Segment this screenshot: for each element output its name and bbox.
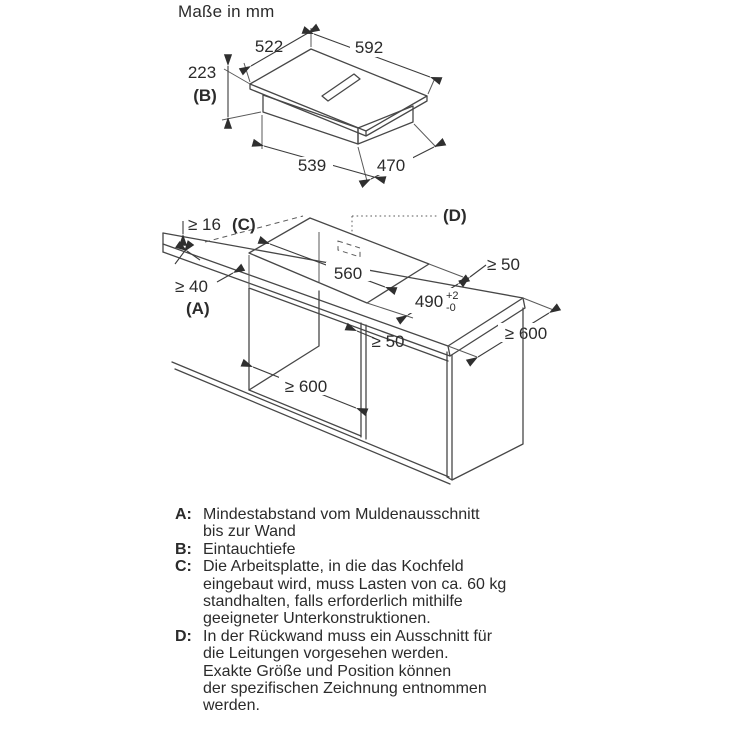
legend-key: D: [175, 627, 192, 645]
wall-gap-label: ≥ 40 [175, 277, 208, 296]
legend-entry-B: B: Eintauchtiefe [175, 541, 575, 558]
inner-width-label: ≥ 600 [285, 377, 327, 396]
leader-side-gap [458, 264, 487, 288]
legend-entry-D: D: In der Rückwand muss ein Ausschnitt f… [175, 628, 575, 715]
cabinet-partition [360, 322, 367, 440]
wall-hidden-line [204, 215, 304, 243]
ref-D-label: (D) [443, 206, 467, 225]
dim-470-label: 470 [377, 156, 405, 175]
legend-text: In der Rückwand muss ein Ausschnitt für … [203, 627, 493, 715]
legend-key: A: [175, 506, 192, 523]
hob-body-front-face [262, 94, 359, 145]
worktop-bottom-edge [162, 251, 451, 357]
page-title: Maße in mm [178, 2, 275, 21]
hob-vent-slot [321, 73, 361, 102]
rear-cable-cutout [337, 240, 361, 258]
label-bg [291, 157, 333, 175]
dim-line-522 [238, 23, 321, 76]
arrow-wall-gap-left [175, 240, 201, 261]
dim-522-label: 522 [255, 37, 283, 56]
dim-539-label: 539 [298, 156, 326, 175]
hob-glass-top [249, 48, 428, 132]
dim-490-label: 490 [415, 292, 443, 311]
label-bg [350, 39, 390, 57]
label-bg [279, 376, 333, 395]
cabinet-plinth-lines [171, 361, 451, 485]
ref-A-label: (A) [186, 299, 210, 318]
label-bg [406, 288, 464, 313]
dim-223-label: 223 [188, 63, 216, 82]
ref-C-label: (C) [232, 215, 256, 234]
legend-entry-A: A: Mindestabstand vom Muldenausschnitt b… [175, 506, 575, 541]
legend-text: Mindestabstand vom Muldenausschnitt bis … [203, 506, 480, 541]
ext-line-592 [427, 77, 436, 95]
rear-cutout-leader [351, 215, 438, 232]
label-bg [369, 157, 413, 175]
worktop-front-edge [162, 243, 449, 347]
legend-key: C: [175, 558, 192, 576]
legend-text: Eintauchtiefe [203, 540, 296, 558]
side-gap-label: ≥ 50 [487, 255, 520, 274]
cutout-outline [248, 217, 430, 304]
label-bg [498, 323, 554, 342]
hob-glass-edge [249, 83, 428, 137]
arrow-thickness-bottom [174, 240, 195, 265]
dim-490-tol-plus: +2 [446, 290, 459, 302]
ext-line-470 [413, 123, 437, 148]
legend: A: Mindestabstand vom Muldenausschnitt b… [175, 506, 575, 715]
legend-entry-C: C: Die Arbeitsplatte, in die das Kochfel… [175, 558, 575, 628]
depth-right-label: ≥ 600 [505, 324, 547, 343]
dim-592-label: 592 [355, 38, 383, 57]
ref-B-label: (B) [193, 86, 217, 105]
dim-560-label: 560 [334, 264, 362, 283]
dim-490-tol-minus: -0 [446, 302, 456, 314]
hob-isometric-view: 522 592 223 (B) 539 470 [188, 23, 447, 188]
leader-clearance [344, 322, 375, 339]
legend-key: B: [175, 540, 192, 558]
label-bg [326, 262, 370, 281]
arrow-wall-gap-right [216, 263, 246, 283]
cabinet-interior-edges [248, 290, 362, 437]
hob-body-right-face [357, 105, 414, 145]
clearance-label: ≥ 50 [372, 332, 405, 351]
worktop-cabinet-view: (D) 560 490 +2 -0 ≥ 50 ≥ 600 ≥ 16 (C) ≥ … [162, 206, 562, 485]
cabinet-right-panel [446, 307, 524, 481]
thickness-label: ≥ 16 [188, 215, 221, 234]
legend-text: Die Arbeitsplatte, in die das Kochfeld e… [203, 558, 507, 628]
